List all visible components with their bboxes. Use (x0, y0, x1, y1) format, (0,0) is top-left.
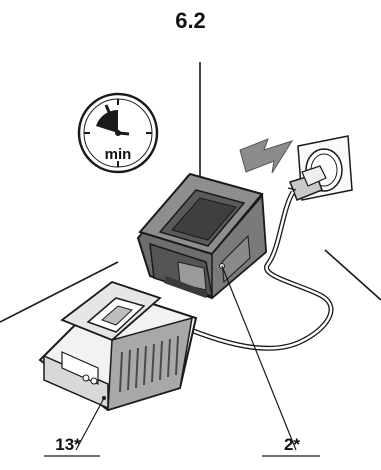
callout-label-battery: 2* (284, 435, 300, 454)
clock-icon: min (79, 94, 157, 172)
charger (40, 282, 196, 410)
insert-arrow-icon (240, 139, 292, 173)
callout-label-charger: 13* (55, 435, 81, 454)
battery-pack (138, 174, 266, 298)
clock-unit-label: min (105, 146, 132, 163)
